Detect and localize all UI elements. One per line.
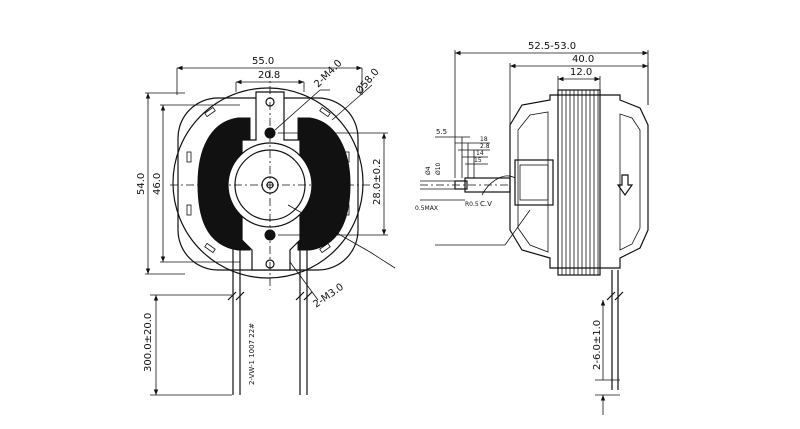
dim-hole-spacing-label: 20.8 — [258, 70, 280, 81]
dim-height: 54.0 — [136, 92, 185, 275]
radius-label: R0.5 — [465, 201, 479, 208]
rotation-label: C.V — [480, 200, 492, 208]
rotation-arrow-icon — [616, 174, 634, 197]
gap-label: 0.5MAX — [415, 205, 438, 212]
svg-text:15: 15 — [474, 157, 482, 164]
side-view: 52.5-53.0 40.0 12.0 5.5 18 2.8 14 1 — [415, 41, 649, 415]
nameplate — [514, 159, 554, 206]
dim-body-length-label: 40.0 — [572, 54, 594, 65]
dim-stack-width-label: 12.0 — [570, 67, 592, 78]
shaft-len-label: 5.5 — [436, 128, 447, 136]
outer-frame-circle — [172, 87, 364, 279]
svg-text:2.8: 2.8 — [480, 143, 490, 150]
lead-holes-label: 2-M3.0 — [311, 282, 346, 311]
dim-width: 55.0 — [176, 56, 363, 95]
lead-wires — [227, 245, 313, 395]
dim-hole-pitch: 28.0±0.2 — [278, 132, 388, 236]
dim-lead-length-label: 300.0±20.0 — [143, 313, 154, 372]
shaft-dims: 5.5 18 2.8 14 15 Ø4 Ø10 0.5MAX R0.5 C.V — [415, 128, 516, 212]
svg-text:Ø10: Ø10 — [435, 162, 442, 175]
svg-text:Ø4: Ø4 — [425, 166, 432, 175]
dim-stack-width: 12.0 — [557, 67, 601, 90]
outer-diameter-label: Ø58.0 — [353, 66, 382, 97]
front-view: 55.0 20.8 2-M4.0 Ø58.0 54.0 — [136, 56, 396, 396]
leader-rotor — [287, 204, 371, 253]
leader-outer-diameter: Ø58.0 — [331, 66, 382, 121]
svg-text:18: 18 — [480, 136, 488, 143]
dim-overall-length-label: 52.5-53.0 — [528, 41, 576, 52]
dim-inner-height-label: 46.0 — [152, 173, 163, 195]
dim-width-label: 55.0 — [252, 56, 274, 67]
right-winding — [297, 117, 351, 251]
dim-inner-height: 46.0 — [152, 104, 240, 263]
dim-lead-offset: 2-6.0±1.0 — [592, 300, 620, 415]
dim-lead-length: 300.0±20.0 — [143, 294, 232, 396]
dim-height-label: 54.0 — [136, 173, 147, 195]
shaft-side — [420, 177, 511, 193]
lamination-stack — [557, 89, 601, 276]
dim-lead-offset-label: 2-6.0±1.0 — [592, 320, 603, 370]
mount-holes-label: 2-M4.0 — [312, 58, 344, 90]
wire-spec-label: 2-VW-1 1007 22# — [248, 323, 256, 385]
dim-overall-length: 52.5-53.0 — [454, 41, 649, 178]
motor-housing — [509, 94, 649, 269]
dim-hole-pitch-label: 28.0±0.2 — [372, 158, 383, 205]
dim-hole-spacing: 20.8 — [235, 70, 305, 92]
svg-text:14: 14 — [476, 150, 484, 157]
dim-body-length: 40.0 — [509, 54, 649, 125]
leader-lead-holes: 2-M3.0 — [289, 261, 346, 311]
